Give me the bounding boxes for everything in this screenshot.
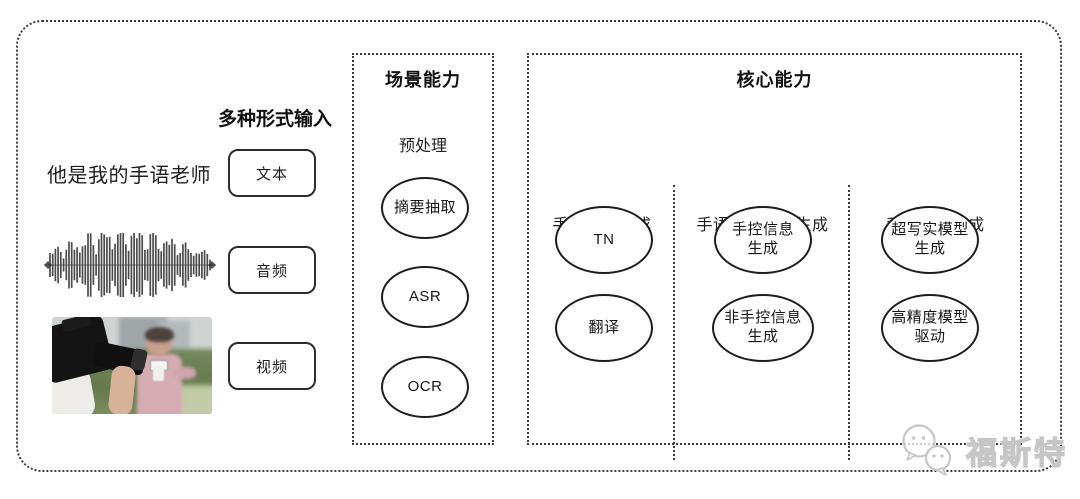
chat-bubbles-icon [902, 424, 952, 476]
input-box-audio-label: 音频 [255, 262, 288, 280]
node-summary-extraction: 摘要抽取 [381, 177, 469, 239]
video-frame-photo [52, 317, 212, 414]
input-box-text: 文本 [228, 149, 316, 197]
node-tn: TN [555, 206, 653, 274]
node-non-manual-info-generation: 非手控信息 生成 [712, 294, 814, 362]
input-box-video-label: 视频 [255, 358, 288, 376]
scene-box-title: 场景能力 [385, 70, 461, 90]
outer-dotted-frame [16, 20, 1062, 472]
cameraman-hand [107, 364, 137, 414]
column-divider [673, 185, 675, 460]
watermark: 福斯特 [896, 420, 1068, 480]
example-sentence-text: 他是我的手语老师 [47, 165, 211, 187]
node-high-precision-model-driving: 高精度模型 驱动 [881, 294, 979, 362]
scene-capability-box: 场景能力 预处理 摘要抽取 ASR OCR [352, 53, 494, 445]
microphone [152, 365, 164, 382]
node-ocr: OCR [381, 356, 469, 418]
preprocess-label: 预处理 [398, 138, 447, 155]
input-box-video: 视频 [228, 342, 316, 390]
watermark-brand-text: 福斯特 [965, 435, 1068, 471]
core-box-title: 核心能力 [736, 70, 813, 90]
core-capability-box: 核心能力 手语文本生成 手语要素序列生成 手语视频生成 TN 翻译 手控信息 生… [527, 53, 1022, 460]
column-divider [848, 185, 850, 460]
reporter-hair [144, 326, 174, 343]
input-box-text-label: 文本 [255, 165, 288, 183]
input-box-audio: 音频 [228, 246, 316, 294]
node-manual-info-generation: 手控信息 生成 [714, 206, 812, 274]
node-asr: ASR [381, 266, 469, 328]
input-section-header: 多种形式输入 [217, 109, 332, 130]
node-translation: 翻译 [555, 294, 653, 362]
audio-waveform-icon [44, 233, 216, 297]
reporter-arm [173, 367, 196, 380]
node-hyperrealistic-model-generation: 超写实模型 生成 [881, 206, 979, 274]
